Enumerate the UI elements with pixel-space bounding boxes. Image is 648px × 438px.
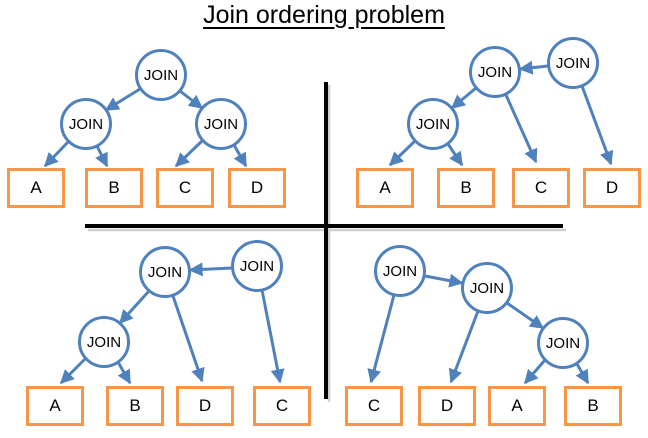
edge-q3-lowjoin-to-A	[59, 357, 87, 385]
edge-q1-root-to-right-join	[179, 89, 204, 110]
leaf-label: C	[178, 178, 192, 197]
edge-q3-root-to-mid-join	[188, 262, 233, 277]
edge-q1-rightjoin-to-C	[174, 139, 204, 168]
join-node-label: JOIN	[477, 63, 513, 81]
edge-q1-leftjoin-to-B	[95, 145, 109, 168]
edge-q2-root-to-D	[580, 85, 614, 166]
join-node-q4-root: JOIN	[374, 245, 426, 297]
edge-q4-midjoin-to-low-join	[506, 301, 545, 330]
join-node-label: JOIN	[143, 66, 179, 84]
join-node-q2-root: JOIN	[547, 37, 599, 89]
join-node-label: JOIN	[545, 334, 581, 352]
edge-q3-root-to-C	[260, 289, 285, 384]
edge-q4-lowjoin-to-A	[523, 359, 547, 385]
edge-q4-midjoin-to-D	[448, 310, 480, 384]
join-node-label: JOIN	[239, 257, 275, 275]
join-node-label: JOIN	[147, 263, 183, 281]
leaf-box-q1-D: D	[228, 168, 286, 208]
edge-q1-root-to-left-join	[104, 87, 141, 112]
edge-q2-midjoin-to-low-join	[450, 86, 477, 110]
join-node-q4-mid: JOIN	[461, 262, 513, 314]
leaf-label: B	[587, 396, 599, 415]
leaf-box-q2-C: C	[512, 168, 570, 208]
leaf-label: A	[379, 178, 391, 197]
leaf-box-q1-A: A	[7, 168, 65, 208]
leaf-box-q3-C: C	[253, 386, 311, 426]
leaf-label: D	[440, 396, 454, 415]
leaf-label: C	[534, 178, 548, 197]
leaf-box-q2-B: B	[437, 168, 495, 208]
leaf-box-q4-C: C	[345, 386, 403, 426]
leaf-label: C	[275, 396, 289, 415]
join-node-label: JOIN	[203, 115, 239, 133]
leaf-label: D	[198, 396, 212, 415]
leaf-box-q3-D: D	[176, 386, 234, 426]
edge-q4-lowjoin-to-B	[575, 363, 590, 385]
leaf-label: A	[511, 396, 523, 415]
leaf-box-q2-A: A	[356, 168, 414, 208]
join-node-q1-left: JOIN	[60, 98, 112, 150]
leaf-box-q3-B: B	[106, 386, 164, 426]
join-node-q2-mid: JOIN	[469, 46, 521, 98]
join-node-q1-root: JOIN	[135, 49, 187, 101]
edge-q4-root-to-C	[367, 294, 396, 384]
join-node-q1-right: JOIN	[195, 98, 247, 150]
edge-q3-midjoin-to-low-join	[118, 289, 151, 325]
edge-q1-rightjoin-to-D	[232, 144, 248, 168]
edge-q2-lowjoin-to-A	[388, 139, 417, 167]
join-node-q3-mid: JOIN	[139, 246, 191, 298]
leaf-label: B	[108, 178, 120, 197]
join-node-q2-low: JOIN	[407, 98, 459, 150]
leaf-box-q3-A: A	[26, 386, 84, 426]
page-title: Join ordering problem	[203, 1, 445, 29]
leaf-label: B	[460, 178, 472, 197]
edge-q3-lowjoin-to-B	[116, 361, 132, 385]
join-node-label: JOIN	[555, 54, 591, 72]
leaf-box-q4-D: D	[418, 386, 476, 426]
edge-q2-lowjoin-to-B	[446, 143, 464, 167]
join-node-q3-root: JOIN	[231, 240, 283, 292]
edge-q4-root-to-mid-join	[424, 273, 464, 288]
leaf-box-q4-B: B	[564, 386, 622, 426]
join-node-q3-low: JOIN	[78, 316, 130, 368]
leaf-label: C	[367, 396, 381, 415]
leaf-box-q1-B: B	[85, 168, 143, 208]
edge-q2-root-to-mid-join	[518, 60, 549, 75]
leaf-label: A	[30, 178, 42, 197]
leaf-label: B	[129, 396, 141, 415]
edge-q2-midjoin-to-C	[504, 94, 538, 164]
join-node-label: JOIN	[469, 279, 505, 297]
edge-q3-midjoin-to-D	[171, 295, 205, 383]
edge-q1-leftjoin-to-A	[43, 140, 70, 168]
leaf-box-q1-C: C	[156, 168, 214, 208]
leaf-box-q2-D: D	[583, 168, 641, 208]
join-node-label: JOIN	[415, 115, 451, 133]
join-node-q4-low: JOIN	[537, 317, 589, 369]
leaf-label: D	[250, 178, 264, 197]
join-node-label: JOIN	[68, 115, 104, 133]
leaf-label: D	[605, 178, 619, 197]
leaf-label: A	[49, 396, 61, 415]
join-node-label: JOIN	[382, 262, 418, 280]
leaf-box-q4-A: A	[488, 386, 546, 426]
join-node-label: JOIN	[86, 333, 122, 351]
